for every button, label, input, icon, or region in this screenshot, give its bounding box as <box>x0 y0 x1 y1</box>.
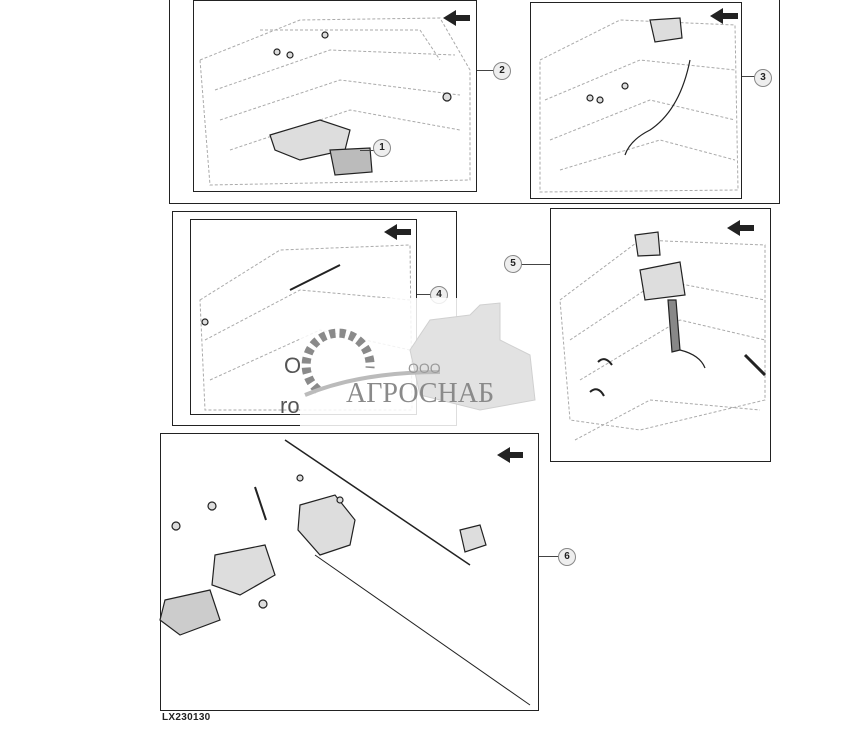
direction-arrow-icon <box>727 220 754 236</box>
watermark-name: АГРОСНАБ <box>346 378 495 409</box>
direction-arrow-icon <box>710 8 738 24</box>
figure-id-label: LX230130 <box>162 712 211 723</box>
callout-6: 6 <box>558 548 576 566</box>
panel-6-frame <box>160 433 539 711</box>
panel-2-frame <box>193 0 477 192</box>
direction-arrow-icon <box>384 224 411 240</box>
direction-arrow-icons <box>384 8 754 463</box>
panel-group-top <box>169 0 780 204</box>
watermark-prefix: ООО <box>408 360 441 376</box>
direction-arrow-icon <box>497 447 523 463</box>
callout-4-leader <box>417 294 431 295</box>
direction-arrow-icon <box>443 10 470 26</box>
callout-5-leader <box>520 264 550 265</box>
panel-5-frame <box>550 208 771 462</box>
combine-harvester-logo-icon <box>409 302 536 411</box>
hidden-text-fragment: ro <box>280 393 300 418</box>
parts <box>159 17 767 706</box>
hidden-text-fragment: O <box>284 353 302 378</box>
knob-cover <box>329 147 373 176</box>
callout-3: 3 <box>754 69 772 87</box>
callout-2-leader <box>477 70 494 71</box>
callout-3-leader <box>742 76 755 77</box>
callout-5: 5 <box>504 255 522 273</box>
callout-6-leader <box>539 556 559 557</box>
gear-logo-icon <box>301 328 375 394</box>
callout-1: 1 <box>373 139 391 157</box>
callout-1-leader <box>360 150 374 151</box>
panel-3-frame <box>530 2 742 199</box>
callout-2: 2 <box>493 62 511 80</box>
